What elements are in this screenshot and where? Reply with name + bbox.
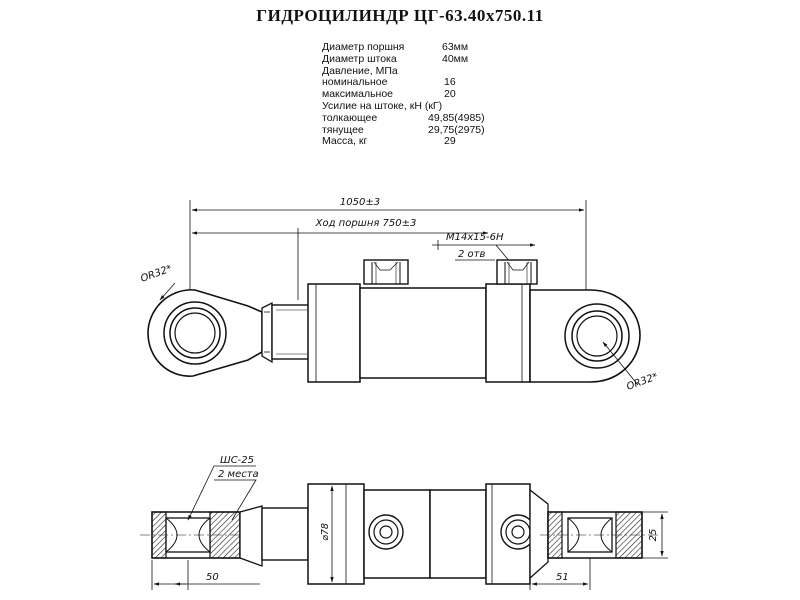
left-length-label: 50 <box>206 572 219 583</box>
clevis-bearing-outer <box>564 303 630 369</box>
spec-value: 63мм <box>442 41 469 53</box>
spec-label: Диаметр штока <box>322 52 397 65</box>
tube-top-rear <box>429 489 487 579</box>
thread-qty-label: 2 отв <box>458 249 485 260</box>
rod-neck <box>261 301 273 364</box>
top-view <box>140 465 668 590</box>
cylinder-tube <box>359 287 487 379</box>
spec-label: максимальное <box>322 88 394 101</box>
radius-leader-right <box>602 341 639 386</box>
bearing-qty-label: 2 места <box>218 469 259 480</box>
clevis-bore <box>576 315 618 357</box>
spec-value: 29 <box>444 135 456 148</box>
right-length-label: 51 <box>556 572 569 583</box>
cylinder-rear-head <box>485 283 531 383</box>
drawing-title: ГИДРОЦИЛИНДР ЦГ-63.40х750.11 <box>256 6 544 25</box>
spec-value: 29,75(2975) <box>428 123 485 136</box>
eye-bearing-outer <box>163 301 227 365</box>
spec-value: 20 <box>444 88 456 101</box>
eye-bore <box>174 312 216 354</box>
bearing-leader <box>214 479 257 521</box>
rod-neck-top <box>239 505 263 567</box>
thread-label: М14х15-6Н <box>446 232 504 243</box>
width-label: 25 <box>648 529 659 542</box>
spec-label: Диаметр поршня <box>322 41 405 53</box>
front-head-top <box>307 483 365 585</box>
stroke-label: Ход поршня 750±3 <box>315 218 417 229</box>
diameter-label: ⌀78 <box>320 523 331 541</box>
spec-label: тянущее <box>322 123 364 136</box>
piston-rod <box>271 304 313 360</box>
radius-leader-left <box>159 282 176 301</box>
clevis-bearing-ring <box>571 310 623 362</box>
radius-label-right: OR32* <box>625 371 659 392</box>
clevis-eye <box>529 289 641 383</box>
port-fitting-front <box>363 259 409 285</box>
clevis-neck-top <box>529 488 549 580</box>
spec-label: Усилие на штоке, кН (кГ) <box>322 99 443 112</box>
bearing-label: ШС-25 <box>220 455 254 466</box>
rod-eye <box>147 289 263 377</box>
overall-length-label: 1050±3 <box>340 197 380 208</box>
spec-label: Масса, кг <box>322 135 368 148</box>
spec-value: 16 <box>444 76 456 89</box>
spec-value: 40мм <box>442 52 469 65</box>
side-view <box>147 200 641 386</box>
radius-label-left: OR32* <box>139 263 173 284</box>
spec-label: Давление, МПа <box>322 64 398 77</box>
eye-bearing-ring <box>169 307 221 359</box>
spec-label: номинальное <box>322 76 388 89</box>
cylinder-front-head <box>307 283 361 383</box>
port-fitting-rear <box>496 259 538 285</box>
spec-value: 49,85(4985) <box>428 111 485 124</box>
spec-label: толкающее <box>322 111 378 124</box>
piston-rod-top <box>261 507 309 561</box>
